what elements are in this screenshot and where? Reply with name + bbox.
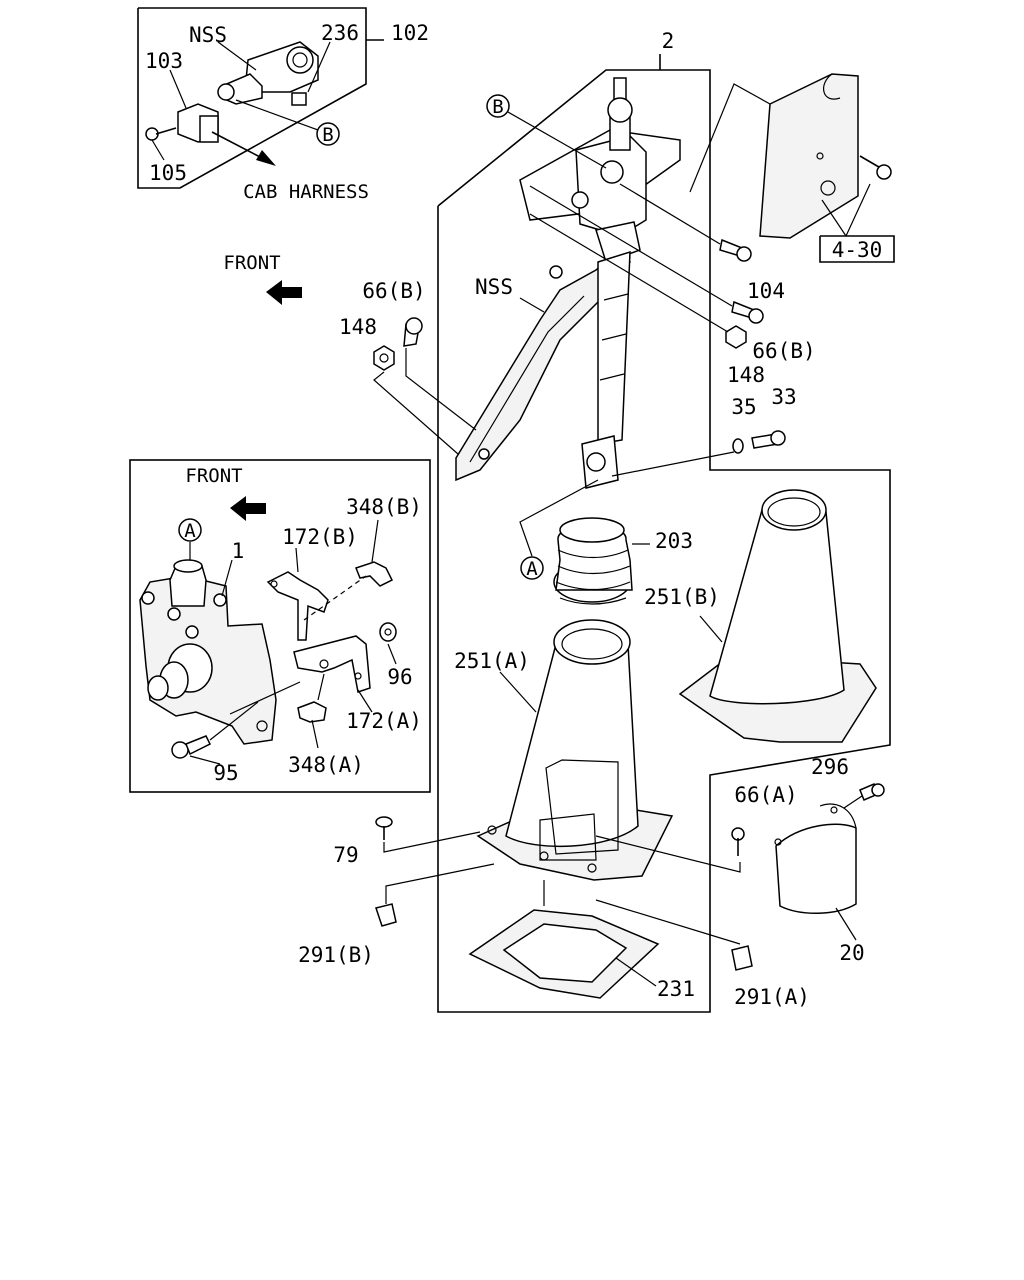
label-nss-main: NSS — [475, 275, 513, 299]
bracket-172a — [293, 635, 373, 713]
callout-b-main: B — [486, 94, 607, 169]
switch-assembly — [217, 41, 319, 106]
label-front-main: FRONT — [223, 252, 280, 274]
label-236: 236 — [321, 21, 359, 45]
assembly-outline: 2 — [437, 29, 891, 1013]
bolt-66b-right: 66(B) — [529, 185, 816, 363]
label-231: 231 — [657, 977, 695, 1001]
clip-291b: 291(B) — [298, 863, 495, 967]
nut-148-right: 148 — [529, 213, 765, 387]
label-4-30: 4-30 — [832, 238, 883, 262]
label-33: 33 — [771, 385, 796, 409]
label-296: 296 — [811, 755, 849, 779]
label-251b: 251(B) — [644, 585, 720, 609]
label-66a: 66(A) — [734, 783, 797, 807]
front-arrow-icon — [266, 280, 302, 305]
connector-103 — [177, 103, 219, 143]
callout-b-inset-label: B — [322, 124, 333, 146]
gasket-231: 231 — [468, 880, 695, 1001]
cover-4-30: 4-30 — [689, 73, 895, 263]
label-172a: 172(A) — [346, 709, 422, 733]
screw-79: 79 — [333, 816, 481, 867]
transmission-inset: FRONT A 1 95 — [129, 459, 431, 793]
bolt-66b-left: 66(B) — [362, 279, 477, 431]
washer-35: 35 — [731, 395, 757, 454]
label-35: 35 — [731, 395, 756, 419]
bolt-95 — [171, 701, 259, 765]
washer-96 — [379, 622, 397, 665]
label-104: 104 — [747, 279, 785, 303]
front-arrow-inset-icon — [230, 496, 266, 521]
shift-lever-assembly — [455, 77, 681, 489]
bracket-172b — [266, 547, 329, 641]
label-148-right: 148 — [727, 363, 765, 387]
bolt-104: 104 — [619, 183, 785, 303]
label-79: 79 — [333, 843, 358, 867]
label-251a: 251(A) — [454, 649, 530, 673]
front-arrow-main: FRONT — [223, 252, 302, 305]
label-nss-top: NSS — [189, 23, 227, 47]
label-96: 96 — [387, 665, 412, 689]
label-348a: 348(A) — [288, 753, 364, 777]
screw-66a: 66(A) — [595, 783, 798, 873]
callout-a-main: A — [519, 479, 599, 580]
callout-a-inset — [178, 518, 202, 542]
label-291b: 291(B) — [298, 943, 374, 967]
label-66b-right: 66(B) — [752, 339, 815, 363]
label-2: 2 — [662, 29, 675, 53]
boot-251b: 251(B) — [644, 489, 877, 743]
callout-a-main-label: A — [526, 558, 538, 580]
callout-b-main-label: B — [492, 96, 503, 118]
screw-105 — [145, 127, 177, 141]
label-172b: 172(B) — [282, 525, 358, 549]
clip-291a: 291(A) — [595, 899, 810, 1009]
bolt-33: 33 — [611, 385, 797, 477]
callout-a-inset-label: A — [184, 520, 196, 542]
label-20: 20 — [839, 941, 864, 965]
label-291a: 291(A) — [734, 985, 810, 1009]
label-105: 105 — [149, 161, 187, 185]
shift-tower-1 — [139, 559, 277, 745]
label-102: 102 — [391, 21, 429, 45]
label-1: 1 — [232, 539, 245, 563]
callout-b-inset — [316, 122, 340, 146]
label-103: 103 — [145, 49, 183, 73]
bellows-203: 203 — [553, 517, 693, 605]
label-cab-harness: CAB HARNESS — [243, 181, 369, 203]
boot-251a: 251(A) — [454, 619, 674, 881]
label-203: 203 — [655, 529, 693, 553]
label-148-left: 148 — [339, 315, 377, 339]
label-95: 95 — [213, 761, 238, 785]
label-front-inset: FRONT — [185, 465, 242, 487]
clip-348b — [355, 519, 394, 587]
harness-inset: B NSS 236 102 103 105 CAB HARNESS — [137, 7, 429, 203]
bolt-296: 296 — [811, 755, 885, 809]
cover-20: 20 — [774, 803, 865, 965]
nut-148-left: 148 — [339, 315, 459, 455]
label-348b: 348(B) — [346, 495, 422, 519]
label-66b-left: 66(B) — [362, 279, 425, 303]
clip-348a — [297, 673, 327, 749]
